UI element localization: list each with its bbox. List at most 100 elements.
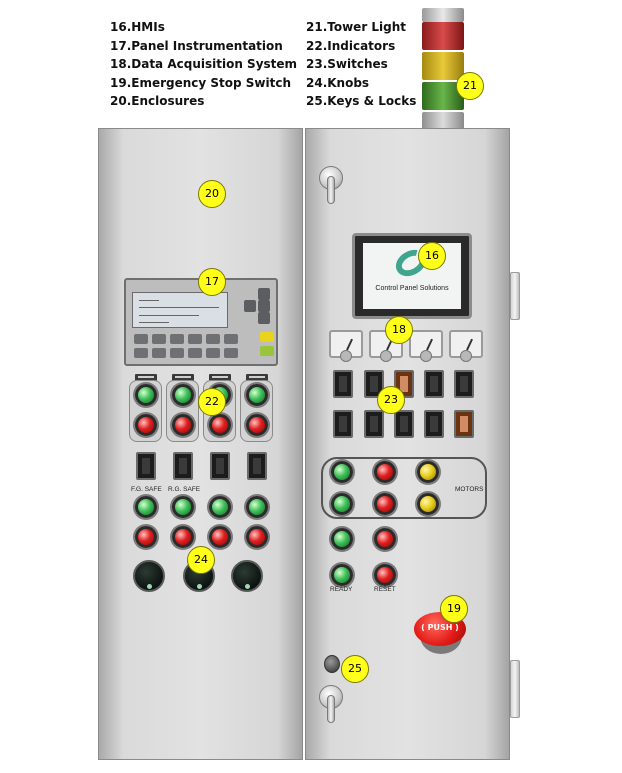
selector-knob[interactable] [231, 560, 263, 592]
operator-key[interactable] [188, 348, 202, 358]
indicator-tag [172, 374, 194, 381]
operator-key[interactable] [224, 334, 238, 344]
meter-knob [460, 350, 472, 362]
motor-light-green[interactable] [331, 461, 353, 483]
analog-meter [409, 330, 443, 362]
rg-safe-label: R.G. SAFE [168, 486, 201, 493]
indicator-light-red [209, 414, 231, 436]
rocker-switch[interactable] [364, 410, 384, 438]
function-key-green[interactable] [260, 346, 274, 356]
meter-knob [420, 350, 432, 362]
operator-key[interactable] [170, 334, 184, 344]
meter-knob [340, 350, 352, 362]
callout-20: 20 [198, 180, 226, 208]
rocker-switch[interactable] [424, 370, 444, 398]
ready-label: READY [330, 586, 353, 593]
legend-item-data-acquisition: 18.Data Acquisition System [110, 57, 298, 72]
reset-button[interactable] [374, 564, 396, 586]
rocker-switch[interactable] [333, 370, 353, 398]
legend-item-indicators: 22.Indicators [306, 38, 396, 53]
operator-key[interactable] [134, 334, 148, 344]
handle-lever [327, 176, 335, 204]
pushbutton-light-green[interactable] [209, 496, 231, 518]
door-handle-lower[interactable] [319, 685, 343, 723]
legend-right-column: 21.Tower Light 22.Indicators 23.Switches… [306, 18, 416, 111]
callout-16: 16 [418, 242, 446, 270]
tower-light-cap [422, 8, 464, 22]
pushbutton-light-red[interactable] [209, 526, 231, 548]
motor-light-green[interactable] [331, 493, 353, 515]
nav-key-left[interactable] [244, 300, 256, 312]
legend-item-enclosures: 20.Enclosures [110, 94, 205, 109]
enclosure-left-door [98, 128, 303, 760]
legend-item-panel-instrumentation: 17.Panel Instrumentation [110, 38, 283, 53]
tower-light-red-segment [422, 22, 464, 50]
operator-key[interactable] [170, 348, 184, 358]
callout-25: 25 [341, 655, 369, 683]
legend-item-keys-locks: 25.Keys & Locks [306, 94, 417, 109]
rocker-switch[interactable] [136, 452, 156, 480]
function-key-yellow[interactable] [260, 332, 274, 342]
rocker-switch[interactable] [333, 410, 353, 438]
pushbutton-light-red[interactable] [135, 526, 157, 548]
analog-meter [449, 330, 483, 362]
callout-22: 22 [198, 388, 226, 416]
pushbutton-light-green[interactable] [331, 528, 353, 550]
callout-18: 18 [385, 316, 413, 344]
tower-light-base [422, 112, 464, 130]
indicator-tag [209, 374, 231, 381]
operator-key[interactable] [224, 348, 238, 358]
indicator-tag [246, 374, 268, 381]
pushbutton-light-red[interactable] [374, 528, 396, 550]
ready-button[interactable] [331, 564, 353, 586]
operator-key[interactable] [206, 334, 220, 344]
rocker-switch[interactable] [247, 452, 267, 480]
legend-item-knobs: 24.Knobs [306, 75, 370, 90]
indicator-light-red [246, 414, 268, 436]
legend-item-switches: 23.Switches [306, 57, 388, 72]
nav-key-center[interactable] [258, 300, 270, 312]
indicator-light-green [135, 384, 157, 406]
callout-24: 24 [187, 546, 215, 574]
selector-knob[interactable] [133, 560, 165, 592]
indicator-light-green [172, 384, 194, 406]
pushbutton-light-red[interactable] [172, 526, 194, 548]
pushbutton-light-green[interactable] [246, 496, 268, 518]
pushbutton-light-green[interactable] [172, 496, 194, 518]
legend-item-hmis: 16.HMIs [110, 20, 165, 34]
operator-key[interactable] [152, 334, 166, 344]
operator-key[interactable] [188, 334, 202, 344]
callout-21: 21 [456, 72, 484, 100]
key-lock-icon[interactable] [324, 655, 340, 673]
rocker-switch[interactable] [424, 410, 444, 438]
pushbutton-light-red[interactable] [246, 526, 268, 548]
rocker-switch[interactable] [173, 452, 193, 480]
callout-19: 19 [440, 595, 468, 623]
hmi-display: Control Panel Solutions [363, 243, 461, 309]
motor-light-red[interactable] [374, 461, 396, 483]
tower-light [422, 8, 464, 130]
nav-key-down[interactable] [258, 312, 270, 324]
hmi-touchscreen[interactable]: Control Panel Solutions [352, 233, 472, 319]
motors-label: MOTORS [455, 486, 484, 493]
motor-light-yellow[interactable] [417, 461, 439, 483]
nav-key-up[interactable] [258, 288, 270, 300]
operator-key[interactable] [152, 348, 166, 358]
legend-left-column: 16.HMIs 17.Panel Instrumentation 18.Data… [110, 18, 297, 111]
indicator-tag [135, 374, 157, 381]
door-handle-upper[interactable] [319, 166, 343, 204]
rocker-switch[interactable] [394, 410, 414, 438]
fg-safe-label: F.G. SAFE [131, 486, 162, 493]
operator-key[interactable] [206, 348, 220, 358]
indicator-light-red [135, 414, 157, 436]
reset-label: RESET [374, 586, 396, 593]
indicator-light-red [172, 414, 194, 436]
motor-light-red[interactable] [374, 493, 396, 515]
rocker-switch[interactable] [454, 370, 474, 398]
motor-light-yellow[interactable] [417, 493, 439, 515]
rocker-switch-amber[interactable] [454, 410, 474, 438]
door-hinge-lower [510, 660, 520, 718]
operator-key[interactable] [134, 348, 148, 358]
pushbutton-light-green[interactable] [135, 496, 157, 518]
rocker-switch[interactable] [210, 452, 230, 480]
